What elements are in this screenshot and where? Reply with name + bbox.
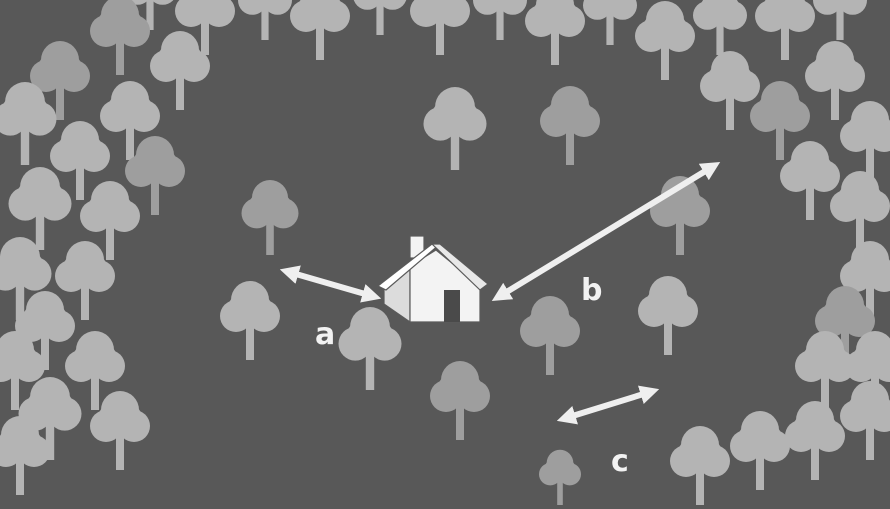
tree-icon xyxy=(290,0,350,60)
distance-arrow-a xyxy=(279,265,382,303)
tree-icon xyxy=(813,0,867,40)
tree-icon xyxy=(423,87,487,170)
label-c: c xyxy=(611,444,629,479)
tree-icon xyxy=(693,0,747,55)
tree-icon xyxy=(55,241,115,320)
tree-icon xyxy=(750,81,810,160)
tree-icon xyxy=(80,181,140,260)
tree-icon xyxy=(65,331,125,410)
tree-icon xyxy=(338,307,402,390)
tree-icon xyxy=(539,449,581,505)
tree-icon xyxy=(90,391,150,470)
tree-icon xyxy=(0,416,50,495)
tree-icon xyxy=(410,0,470,55)
tree-icon xyxy=(730,411,790,490)
tree-icon xyxy=(830,171,890,250)
tree-icon xyxy=(635,1,695,80)
tree-icon xyxy=(238,0,292,40)
tree-icon xyxy=(150,31,210,110)
tree-icon xyxy=(780,141,840,220)
tree-icon xyxy=(0,331,45,410)
tree-icon xyxy=(0,237,52,320)
tree-icon xyxy=(8,167,72,250)
tree-icon xyxy=(125,136,185,215)
tree-icon xyxy=(30,41,90,120)
tree-icon xyxy=(785,401,845,480)
tree-icon xyxy=(670,426,730,505)
house-icon xyxy=(376,235,489,324)
tree-icon xyxy=(473,0,527,40)
tree-icon xyxy=(700,51,760,130)
distance-arrow-c xyxy=(556,385,660,425)
tree-icon xyxy=(241,179,299,255)
label-b: b xyxy=(581,273,603,308)
tree-icon xyxy=(840,101,890,180)
tree-icon xyxy=(520,296,580,375)
tree-icon xyxy=(175,0,235,55)
tree-icon xyxy=(0,82,57,165)
tree-icon xyxy=(18,377,82,460)
tree-icon xyxy=(805,41,865,120)
tree-icon xyxy=(90,0,150,75)
tree-icon xyxy=(795,331,855,410)
tree-icon xyxy=(100,81,160,160)
tree-icon xyxy=(220,281,280,360)
tree-icon xyxy=(840,241,890,320)
tree-icon xyxy=(540,86,600,165)
label-a: a xyxy=(315,317,336,352)
tree-icon xyxy=(430,361,490,440)
tree-icon xyxy=(50,121,110,200)
tree-icon xyxy=(755,0,815,60)
tree-icon xyxy=(840,381,890,460)
tree-icon xyxy=(815,286,875,365)
distance-arrow-b xyxy=(491,162,721,301)
tree-icon xyxy=(525,0,585,65)
tree-icon xyxy=(353,0,407,35)
tree-icon xyxy=(583,0,637,45)
